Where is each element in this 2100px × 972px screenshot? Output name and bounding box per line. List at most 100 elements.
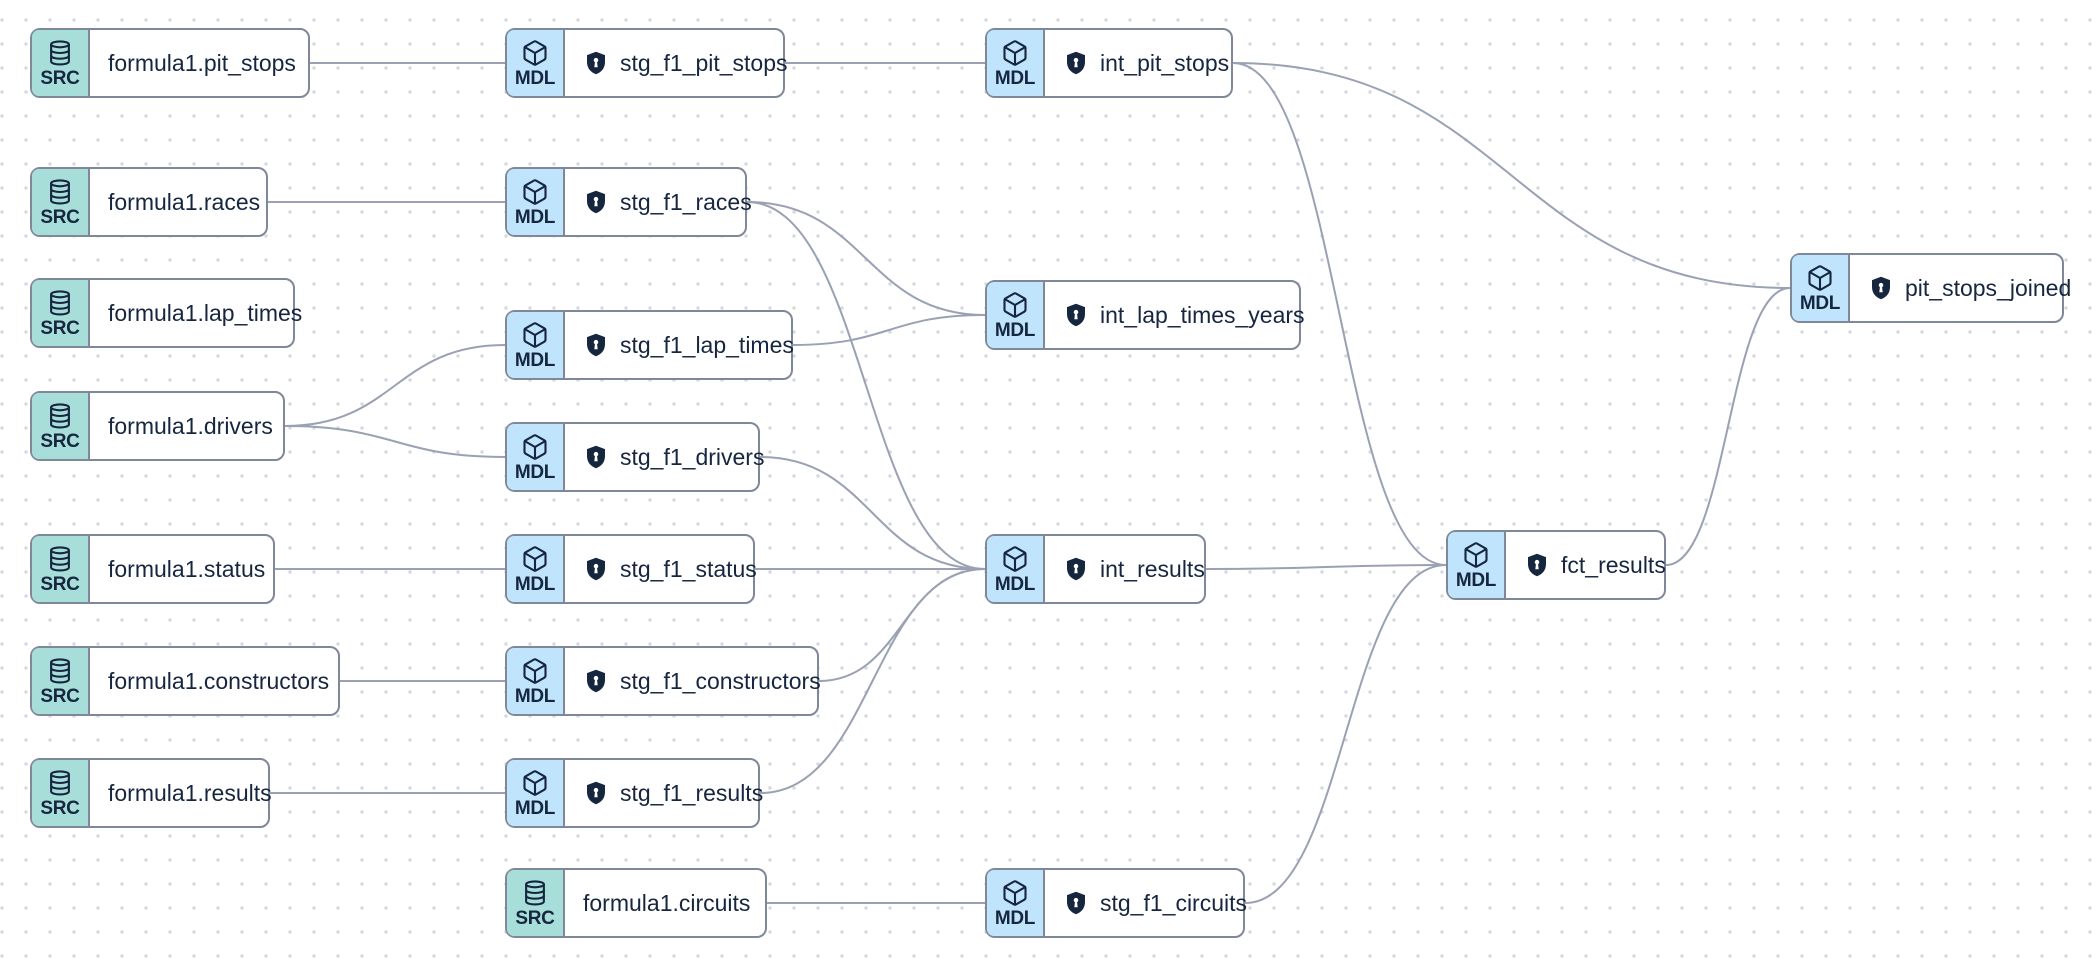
node-label: stg_f1_lap_times: [620, 331, 794, 358]
node-body: stg_f1_status: [565, 536, 757, 602]
node-label: stg_f1_races: [620, 188, 752, 215]
badge-label: SRC: [40, 317, 80, 339]
model-badge: MDL: [507, 312, 565, 378]
badge-label: SRC: [40, 67, 80, 89]
shield-lock-icon: [583, 189, 609, 215]
node-src_results[interactable]: SRC formula1.results: [30, 758, 272, 828]
model-badge: MDL: [987, 536, 1045, 602]
source-badge: SRC: [32, 536, 90, 602]
node-stg_status[interactable]: MDL stg_f1_status: [505, 534, 757, 604]
cube-icon: [1806, 264, 1834, 292]
node-int_lap_times_years[interactable]: MDL int_lap_times_years: [985, 280, 1305, 350]
node-body: formula1.results: [90, 760, 272, 826]
node-label: formula1.drivers: [108, 412, 273, 439]
cube-icon: [521, 178, 549, 206]
cube-icon: [521, 545, 549, 573]
node-body: formula1.pit_stops: [90, 30, 308, 96]
node-body: stg_f1_constructors: [565, 648, 821, 714]
badge-label: MDL: [514, 685, 556, 707]
node-stg_lap_times[interactable]: MDL stg_f1_lap_times: [505, 310, 794, 380]
node-stg_races[interactable]: MDL stg_f1_races: [505, 167, 752, 237]
node-body: formula1.lap_times: [90, 280, 302, 346]
shield-lock-icon: [583, 780, 609, 806]
edge-int_pit_stops-to-fct_results: [1232, 62, 1447, 566]
node-label: stg_f1_pit_stops: [620, 49, 788, 76]
source-badge: SRC: [32, 648, 90, 714]
source-badge: SRC: [32, 169, 90, 235]
node-label: formula1.lap_times: [108, 299, 303, 326]
badge-label: SRC: [40, 573, 80, 595]
model-badge: MDL: [987, 30, 1045, 96]
badge-label: SRC: [515, 907, 555, 929]
database-icon: [46, 769, 74, 797]
node-int_results[interactable]: MDL int_results: [985, 534, 1206, 604]
node-label: stg_f1_circuits: [1100, 889, 1248, 916]
node-body: formula1.circuits: [565, 870, 765, 936]
edge-stg_lap_times-to-int_lap_times_years: [792, 314, 986, 346]
cube-icon: [521, 433, 549, 461]
node-label: pit_stops_joined: [1905, 274, 2072, 301]
node-label: formula1.pit_stops: [108, 49, 296, 76]
source-badge: SRC: [32, 30, 90, 96]
node-src_circuits[interactable]: SRC formula1.circuits: [505, 868, 767, 938]
node-body: stg_f1_circuits: [1045, 870, 1247, 936]
badge-label: SRC: [40, 685, 80, 707]
badge-label: MDL: [514, 461, 556, 483]
shield-lock-icon: [1524, 552, 1550, 578]
badge-label: MDL: [514, 206, 556, 228]
badge-label: MDL: [994, 573, 1036, 595]
shield-lock-icon: [1063, 556, 1089, 582]
node-src_pit_stops[interactable]: SRC formula1.pit_stops: [30, 28, 310, 98]
model-badge: MDL: [507, 424, 565, 490]
node-stg_results[interactable]: MDL stg_f1_results: [505, 758, 764, 828]
edge-src_drivers-to-stg_drivers: [284, 425, 506, 458]
node-stg_constructors[interactable]: MDL stg_f1_constructors: [505, 646, 821, 716]
badge-label: MDL: [514, 573, 556, 595]
node-src_races[interactable]: SRC formula1.races: [30, 167, 268, 237]
node-label: formula1.races: [108, 188, 261, 215]
badge-label: SRC: [40, 797, 80, 819]
node-body: stg_f1_lap_times: [565, 312, 794, 378]
node-label: fct_results: [1561, 551, 1666, 578]
badge-label: MDL: [994, 907, 1036, 929]
node-stg_circuits[interactable]: MDL stg_f1_circuits: [985, 868, 1247, 938]
node-label: int_results: [1100, 555, 1205, 582]
badge-label: MDL: [994, 319, 1036, 341]
edge-stg_races-to-int_results: [746, 201, 986, 570]
shield-lock-icon: [1063, 50, 1089, 76]
shield-lock-icon: [583, 50, 609, 76]
cube-icon: [1462, 541, 1490, 569]
edge-int_results-to-fct_results: [1205, 564, 1447, 570]
model-badge: MDL: [507, 760, 565, 826]
model-badge: MDL: [987, 282, 1045, 348]
node-body: stg_f1_races: [565, 169, 752, 235]
database-icon: [46, 545, 74, 573]
node-label: stg_f1_status: [620, 555, 757, 582]
shield-lock-icon: [583, 444, 609, 470]
badge-label: MDL: [514, 797, 556, 819]
shield-lock-icon: [1063, 890, 1089, 916]
node-src_lap_times[interactable]: SRC formula1.lap_times: [30, 278, 302, 348]
database-icon: [46, 657, 74, 685]
node-body: formula1.races: [90, 169, 266, 235]
node-body: fct_results: [1506, 532, 1666, 598]
cube-icon: [1001, 545, 1029, 573]
source-badge: SRC: [507, 870, 565, 936]
model-badge: MDL: [987, 870, 1045, 936]
node-label: stg_f1_results: [620, 779, 764, 806]
node-label: stg_f1_constructors: [620, 667, 821, 694]
node-body: int_results: [1045, 536, 1205, 602]
badge-label: MDL: [994, 67, 1036, 89]
shield-lock-icon: [583, 332, 609, 358]
node-label: int_lap_times_years: [1100, 301, 1305, 328]
